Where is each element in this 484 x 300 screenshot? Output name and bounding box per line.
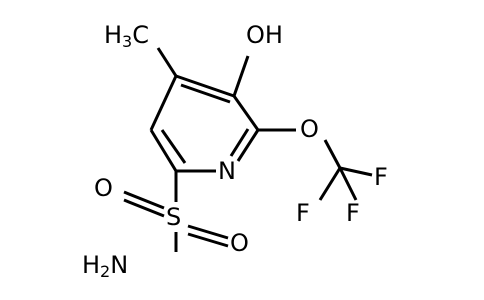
sulfonyl-oxygen-right-label: O xyxy=(230,229,249,257)
bond-carbon-fluorine-right xyxy=(339,166,373,177)
bond-c3-c2 xyxy=(232,95,260,131)
bond-c6-c5 xyxy=(149,129,178,172)
amine-subscript: 2 xyxy=(100,262,110,281)
bond-c2-n xyxy=(236,129,260,162)
substituent-bonds xyxy=(123,47,373,252)
bond-c5-c4 xyxy=(149,75,178,131)
bond-c4-c3 xyxy=(175,74,235,98)
bond-c4-methyl xyxy=(156,47,178,77)
fluorine-bottom-left-label: F xyxy=(296,199,310,227)
fluorine-bottom-right-label: F xyxy=(346,199,360,227)
bond-sulfur-oxygen-left-b xyxy=(123,198,165,218)
bond-c5-c6-double-inner xyxy=(160,129,187,164)
bond-sulfur-oxygen-left-a xyxy=(123,190,165,210)
bond-sulfur-oxygen-right-b xyxy=(187,232,229,248)
hydroxyl-label: OH xyxy=(246,21,283,49)
methyl-subscript: 3 xyxy=(122,32,132,51)
atom-labels: H3C OH O F F F N S O O H2N xyxy=(82,21,388,281)
bond-oxygen-carbon xyxy=(323,139,342,169)
fluorine-right-label: F xyxy=(374,163,388,191)
bond-carbon-fluorine-bottom-left xyxy=(318,167,342,201)
sulfonyl-oxygen-left-label: O xyxy=(94,174,113,202)
bond-c3-hydroxyl xyxy=(232,55,250,97)
ether-oxygen-label: O xyxy=(300,115,319,143)
ring-nitrogen-label: N xyxy=(218,157,236,185)
sulfur-label: S xyxy=(166,203,181,231)
amine-label: H2N xyxy=(82,251,128,281)
bond-c3-c4-double-inner xyxy=(180,83,231,104)
pyridine-ring xyxy=(149,74,260,173)
bond-carbon-fluorine-bottom-right xyxy=(338,167,358,201)
bond-sulfur-oxygen-right-a xyxy=(187,224,229,240)
methyl-label: H3C xyxy=(104,21,149,51)
bond-c2-n-double-inner xyxy=(229,128,250,157)
